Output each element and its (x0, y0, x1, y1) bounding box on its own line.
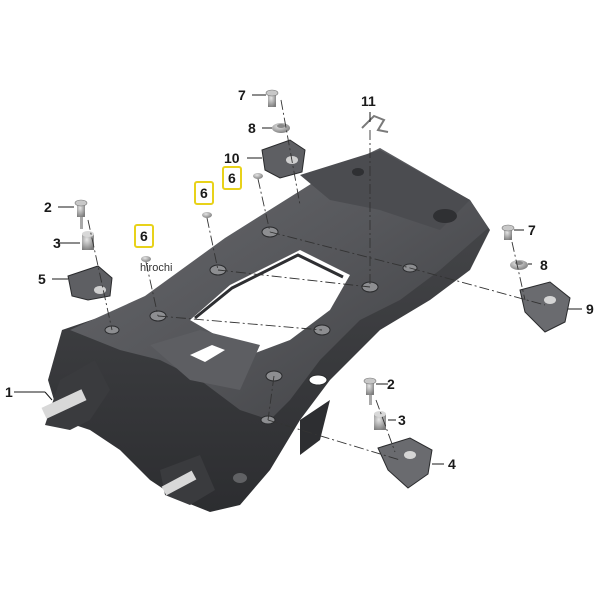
callout-8-right: 8 (540, 257, 548, 273)
leader-lines (14, 94, 582, 465)
callout-3-lower: 3 (398, 412, 406, 428)
callout-2-left: 2 (44, 199, 52, 215)
callout-7-right: 7 (528, 222, 536, 238)
centre-lines (87, 99, 546, 461)
callout-9: 9 (586, 301, 594, 317)
callout-10: 10 (224, 150, 240, 166)
bracket-10 (261, 139, 306, 179)
callout-7-top: 7 (238, 87, 246, 103)
callout-4: 4 (448, 456, 456, 472)
callout-6-highlighted-left: 6 (134, 224, 154, 248)
watermark-text: hirochi (140, 262, 173, 274)
carrier-frame (41, 148, 490, 512)
callout-8-top: 8 (248, 120, 256, 136)
callout-5: 5 (38, 271, 46, 287)
bracket-5 (67, 265, 113, 301)
bracket-9 (519, 281, 571, 333)
callout-11: 11 (361, 93, 376, 109)
callout-1: 1 (5, 384, 13, 400)
bracket-4 (377, 437, 433, 489)
callout-6-highlighted-middle: 6 (194, 181, 214, 205)
callout-3-left: 3 (53, 235, 61, 251)
callout-6-highlighted-right: 6 (222, 166, 242, 190)
callout-2-lower: 2 (387, 376, 395, 392)
